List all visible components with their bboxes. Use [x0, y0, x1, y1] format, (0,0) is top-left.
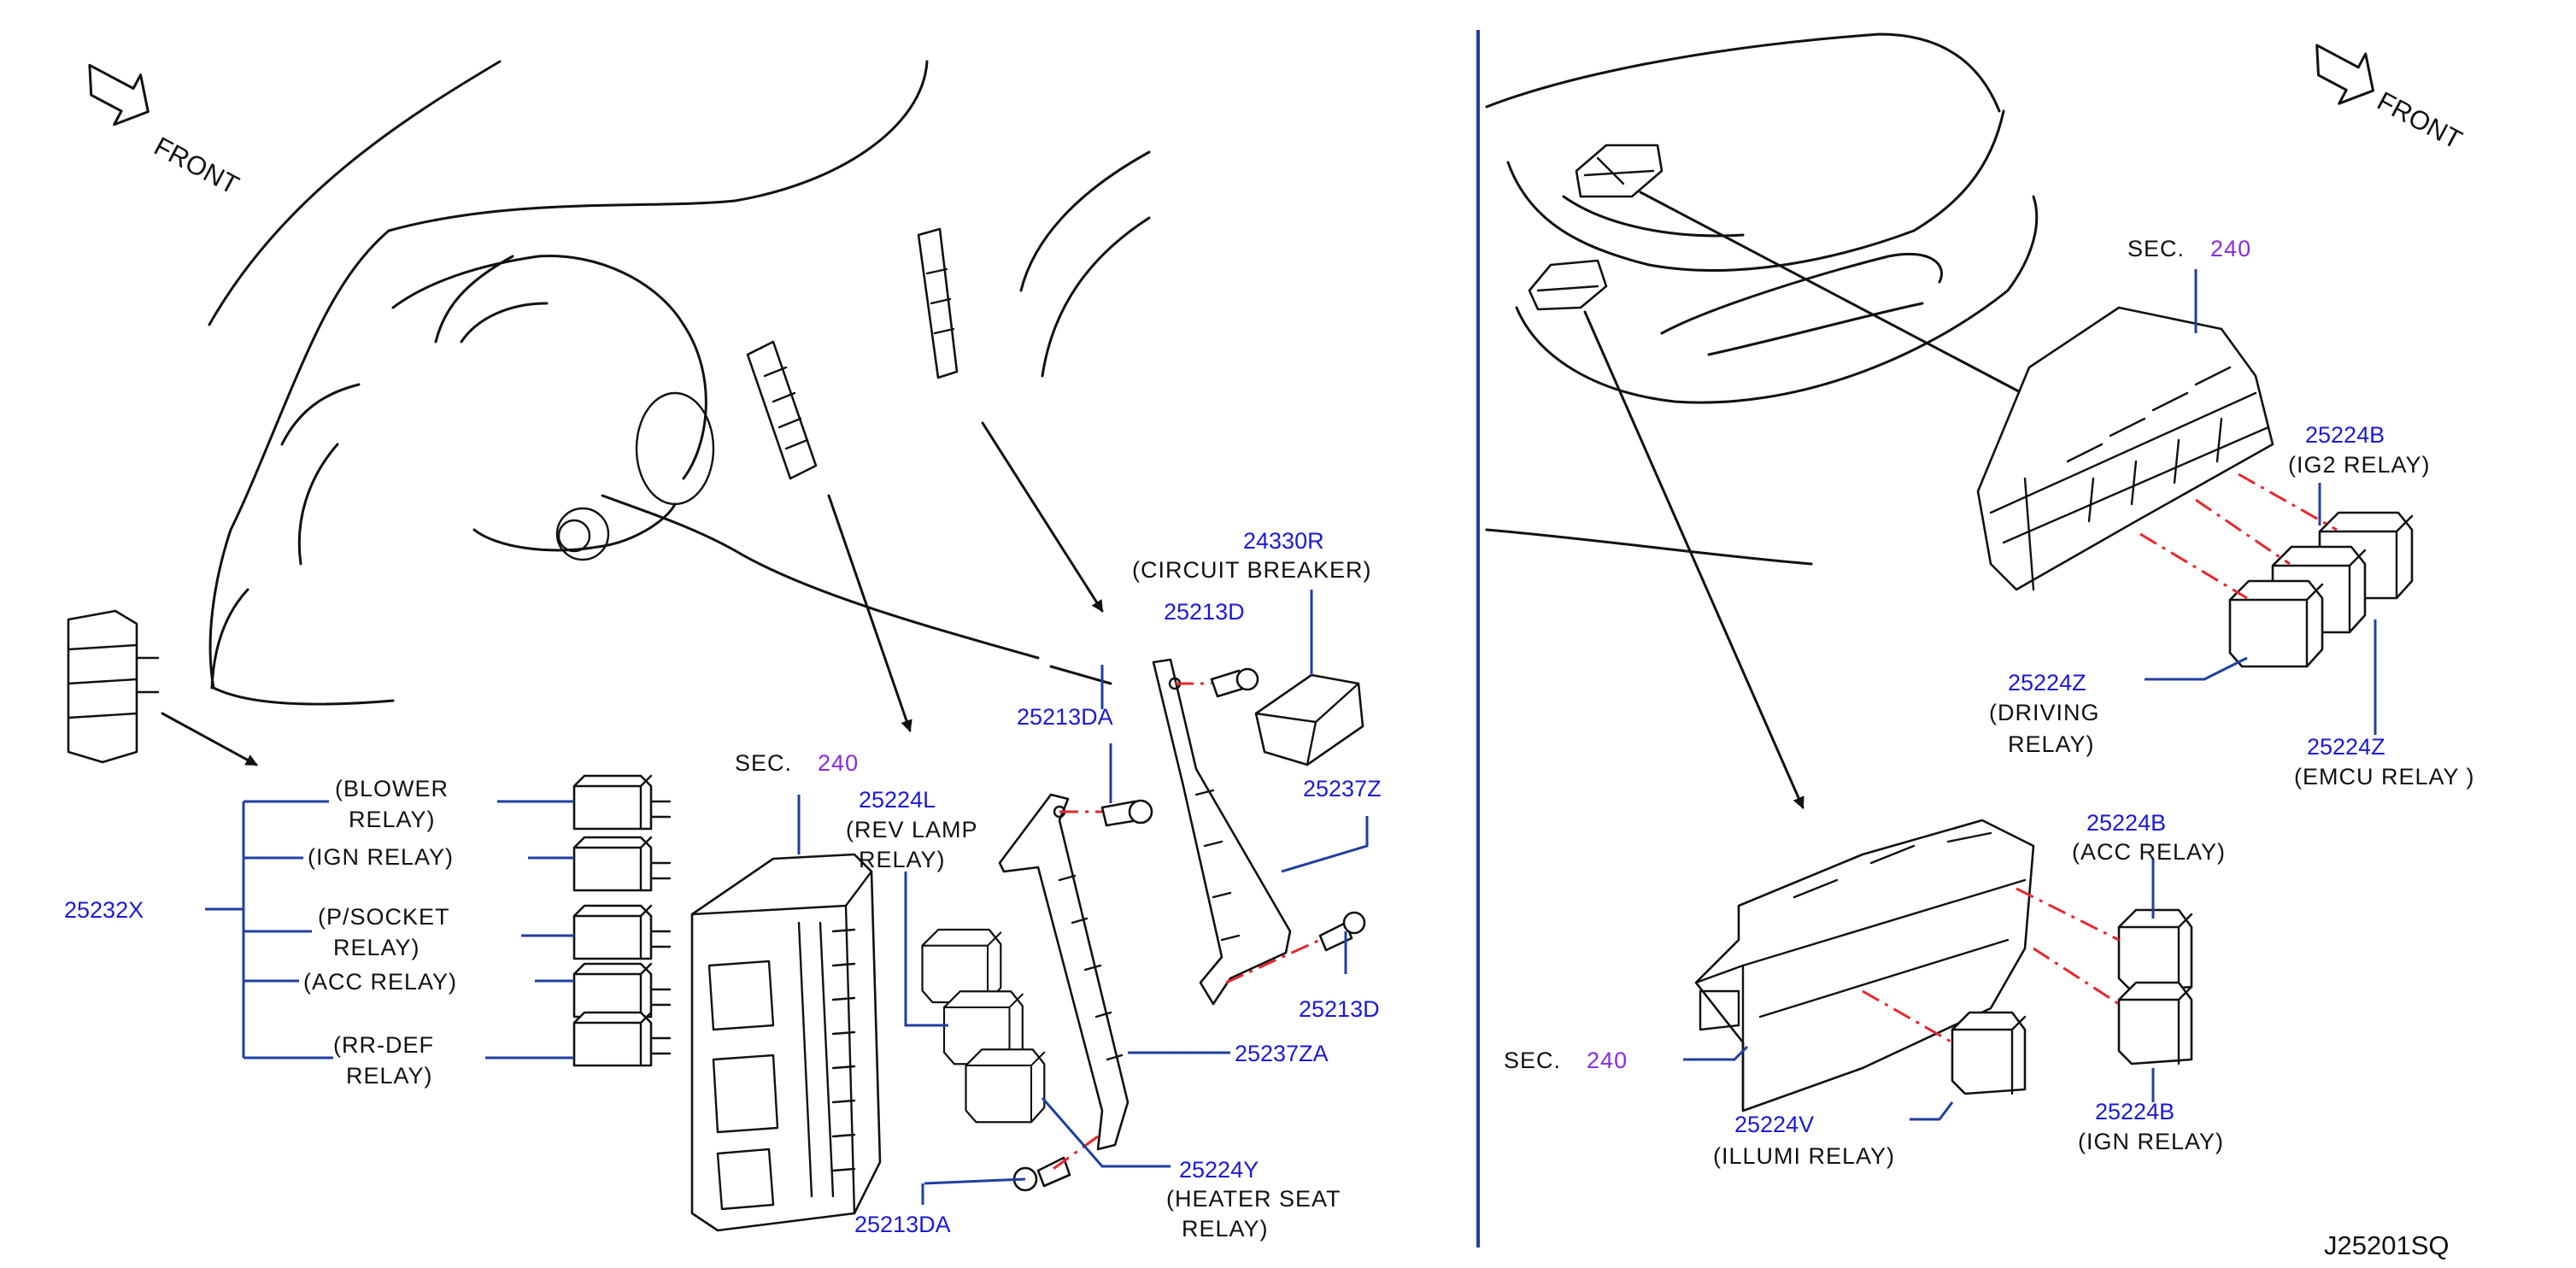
- sec-label-right-upper: SEC.240: [2127, 236, 2251, 261]
- relay-label-psocket: (P/SOCKET: [318, 904, 450, 930]
- sec-label-left: SEC.240: [735, 750, 859, 776]
- relay-cubes-lower: [1951, 908, 2193, 1095]
- arrow-rear-upper: [1639, 191, 2048, 408]
- fuse-block: [690, 853, 882, 1232]
- heater-seat-label: (HEATER SEAT: [1166, 1186, 1341, 1212]
- circuit-breaker: [1254, 673, 1364, 766]
- part-number-25224Z-emcu: 25224Z: [2307, 734, 2385, 760]
- relay-label-blower-2: RELAY): [349, 807, 436, 832]
- relay-cluster-left: [67, 609, 160, 764]
- part-number-25224B-acc: 25224B: [2086, 810, 2166, 836]
- acc-relay-label: (ACC RELAY): [2072, 839, 2226, 865]
- driving-relay-label: (DRIVING: [1989, 700, 2100, 725]
- part-number-25213DA-top: 25213DA: [1017, 704, 1113, 730]
- front-indicator-right: FRONT: [2315, 44, 2467, 155]
- front-indicator-left: FRONT: [88, 63, 244, 200]
- part-number-25224Y: 25224Y: [1179, 1157, 1259, 1183]
- driving-relay-label-2: RELAY): [2008, 731, 2095, 757]
- part-number-25237ZA: 25237ZA: [1235, 1041, 1329, 1066]
- circuit-breaker-label: (CIRCUIT BREAKER): [1132, 557, 1372, 583]
- illumi-relay-label: (ILLUMI RELAY): [1713, 1143, 1895, 1169]
- front-label-right: FRONT: [2373, 85, 2467, 155]
- rev-lamp-label: (REV LAMP: [846, 817, 978, 842]
- part-number-25213D-top: 25213D: [1164, 599, 1245, 625]
- arrow-rear-lower: [1583, 310, 1804, 809]
- part-number-24330R: 24330R: [1243, 528, 1324, 554]
- diagram-code: J25201SQ: [2324, 1230, 2450, 1260]
- vehicle-relay-modules: [1528, 144, 1664, 311]
- sec-label-right-lower: SEC.240: [1504, 1048, 1628, 1073]
- part-number-25232X: 25232X: [64, 897, 144, 923]
- arrow-rev-lamp: [827, 494, 912, 732]
- labels-right: SEC.240 25224B (IG2 RELAY) 25224Z (DRIVI…: [1504, 236, 2475, 1169]
- part-number-25213DA-bottom: 25213DA: [854, 1212, 951, 1237]
- heater-seat-label-2: RELAY): [1182, 1216, 1269, 1242]
- relay-cubes-upper: [2228, 511, 2414, 668]
- relay-label-rrdef: (RR-DEF: [333, 1032, 434, 1058]
- screws: [1012, 667, 1366, 1192]
- emcu-relay-label: (EMCU RELAY ): [2294, 764, 2475, 790]
- part-number-25224B-ig2: 25224B: [2305, 422, 2385, 448]
- relay-label-rrdef-2: RELAY): [346, 1063, 433, 1089]
- relay-bracket-dash: [746, 227, 959, 480]
- part-number-25224L: 25224L: [859, 787, 936, 813]
- dashboard-outline: [208, 60, 1151, 706]
- ig2-relay-label: (IG2 RELAY): [2288, 452, 2431, 478]
- relay-label-psocket-2: RELAY): [333, 935, 420, 960]
- relay-stack-25232X: [572, 774, 672, 1067]
- vehicle-rear-outline: [1485, 32, 2039, 566]
- arrow-cluster: [161, 712, 258, 766]
- rev-lamp-label-2: RELAY): [859, 847, 946, 872]
- part-number-25224B-ign: 25224B: [2095, 1099, 2174, 1124]
- leaders-right: [1683, 269, 2377, 1121]
- front-label-left: FRONT: [150, 131, 244, 200]
- arrow-circuit: [981, 421, 1104, 613]
- bracket-25237ZA: [998, 793, 1130, 1151]
- part-number-25213D-bottom: 25213D: [1299, 996, 1380, 1022]
- part-number-25224Z-driving: 25224Z: [2008, 670, 2086, 696]
- bracket-25237Z: [1152, 658, 1292, 1006]
- relay-label-ign: (IGN RELAY): [308, 844, 454, 870]
- relay-block-upper: [1976, 306, 2274, 591]
- ign-relay-label: (IGN RELAY): [2078, 1129, 2224, 1154]
- part-number-25224V: 25224V: [1734, 1112, 1814, 1137]
- relay-label-acc: (ACC RELAY): [303, 969, 457, 995]
- labels-left: 25232X (BLOWER RELAY) (IGN RELAY) (P/SOC…: [64, 528, 1382, 1242]
- part-number-25237Z: 25237Z: [1303, 776, 1382, 801]
- relay-label-blower: (BLOWER: [335, 776, 449, 801]
- relay-block-lower: [1694, 819, 2035, 1112]
- leaders-left: [205, 590, 1369, 1205]
